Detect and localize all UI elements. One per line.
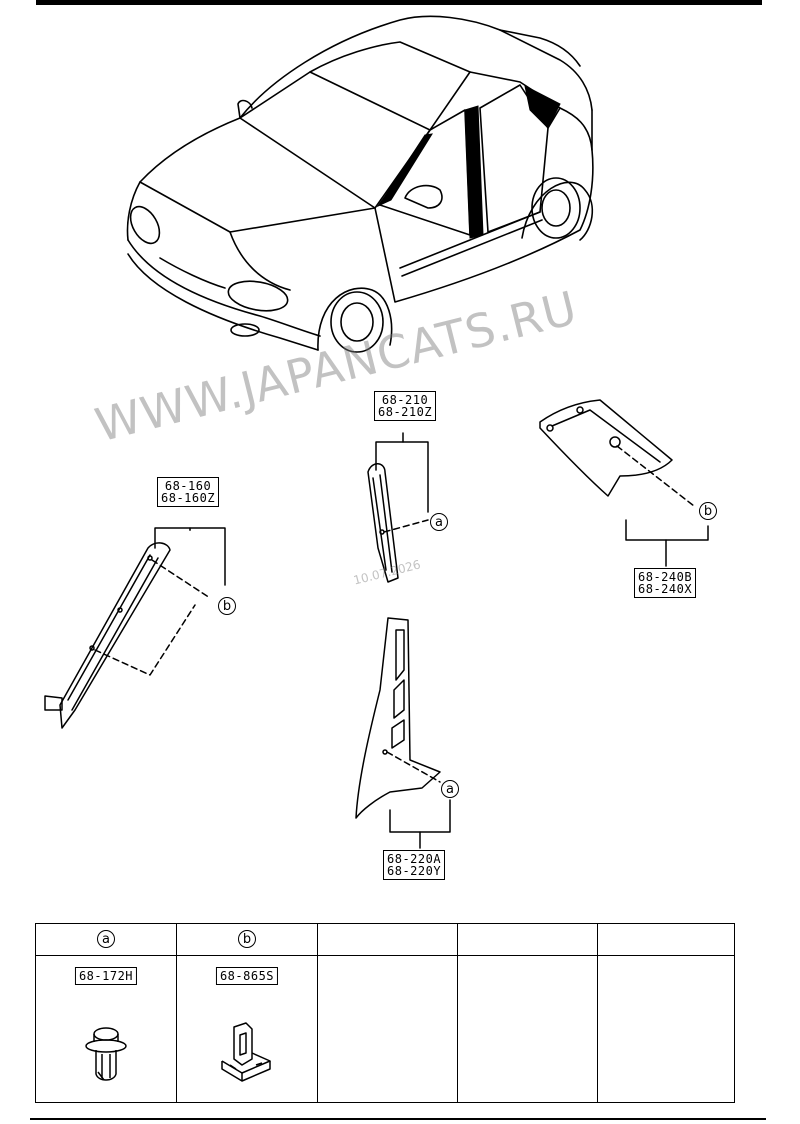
part-label-b-pillar-lower: 68-220A 68-220Y: [383, 850, 446, 880]
legend-column-b: b 68-865S: [177, 924, 318, 1102]
legend-column-empty: [458, 924, 598, 1102]
c-pillar-trim-drawing: [539, 399, 695, 507]
legend-header-row: [36, 924, 734, 956]
car-illustration: [126, 15, 594, 353]
part-number: 68-240B: [638, 570, 693, 584]
callout-b-a-pillar: b: [218, 597, 236, 615]
legend-part-number: 68-172H: [74, 967, 138, 985]
part-label-c-pillar: 68-240B 68-240X: [634, 568, 697, 598]
push-clip-icon: [85, 1027, 127, 1081]
legend-callout-b: b: [238, 930, 256, 948]
b-pillar-upper-drawing: [367, 463, 429, 583]
fastener-legend-table: a 68-172H b 68-865S: [35, 923, 735, 1103]
legend-callout-a: a: [97, 930, 115, 948]
legend-column-a: a 68-172H: [36, 924, 177, 1102]
part-number: 68-220Y: [387, 864, 442, 878]
legend-part-number: 68-865S: [215, 967, 279, 985]
retainer-clip-icon: [221, 1022, 271, 1082]
part-label-b-pillar-upper: 68-210 68-210Z: [374, 391, 437, 421]
part-number: 68-220A: [387, 852, 442, 866]
part-label-a-pillar: 68-160 68-160Z: [157, 477, 220, 507]
b-pillar-lower-drawing: [355, 617, 441, 819]
legend-column-empty: [598, 924, 733, 1102]
callout-a-b-pillar-upper: a: [430, 513, 448, 531]
part-number: 68-210: [381, 393, 429, 407]
callout-a-b-pillar-lower: a: [441, 780, 459, 798]
legend-column-empty: [318, 924, 458, 1102]
top-border: [36, 0, 762, 5]
bottom-border: [30, 1118, 766, 1120]
part-number: 68-160: [164, 479, 212, 493]
part-number: 68-210Z: [378, 405, 433, 419]
part-number: 68-240X: [638, 582, 693, 596]
parts-drawings: [44, 399, 709, 849]
part-number: 68-160Z: [161, 491, 216, 505]
callout-b-c-pillar: b: [699, 502, 717, 520]
a-pillar-trim-drawing: [44, 542, 211, 729]
